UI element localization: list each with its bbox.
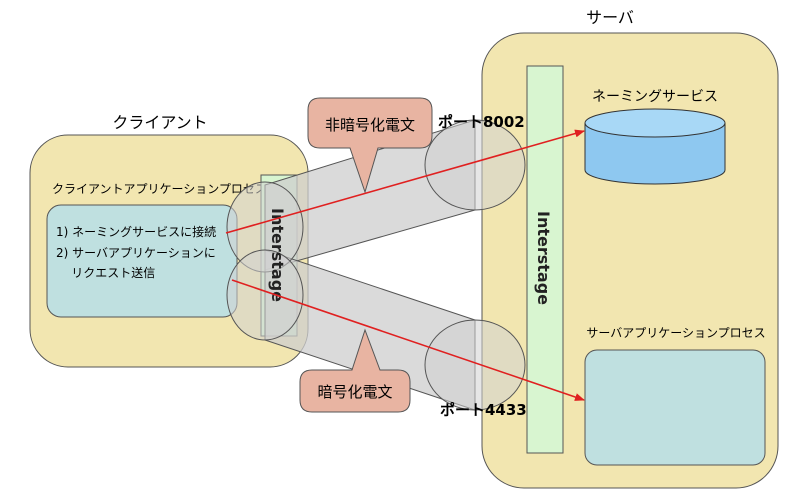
callout-plain-shape [307, 97, 433, 194]
client-app-box [46, 204, 238, 318]
server-app-title: サーバアプリケーションプロセス [586, 326, 765, 340]
callout-ssl-text: 暗号化電文 [317, 383, 392, 401]
callout-plain-text: 非暗号化電文 [325, 116, 415, 134]
client-step-1: 1) ネーミングサービスに接続 [56, 224, 216, 239]
port-ssl-label: ポート4433 [440, 401, 527, 419]
client-title: クライアント [112, 113, 207, 132]
plain-tube-end-server [424, 119, 526, 211]
client-step-3: リクエスト送信 [56, 265, 155, 280]
naming-service-label: ネーミングサービス [592, 89, 718, 105]
ssl-arrow [231, 279, 585, 401]
client-step-2: 2) サーバアプリケーションに [56, 246, 216, 260]
server-interstage-bar [526, 65, 564, 454]
plain-arrow [225, 129, 585, 234]
client-interstage-label: Interstage [268, 208, 287, 302]
port-plain-label: ポート8002 [438, 113, 525, 131]
ssl-tube-end-client [226, 249, 304, 341]
naming-service-db [584, 123, 726, 185]
callout-ssl-shape [299, 328, 411, 413]
ssl-tube-end-server [424, 319, 526, 411]
client-app-title: クライアントアプリケーションプロセス [52, 182, 267, 196]
server-app-box [584, 349, 766, 466]
server-title: サーバ [586, 8, 634, 27]
naming-service-db-top [584, 108, 726, 138]
server-interstage-label: Interstage [534, 211, 553, 305]
